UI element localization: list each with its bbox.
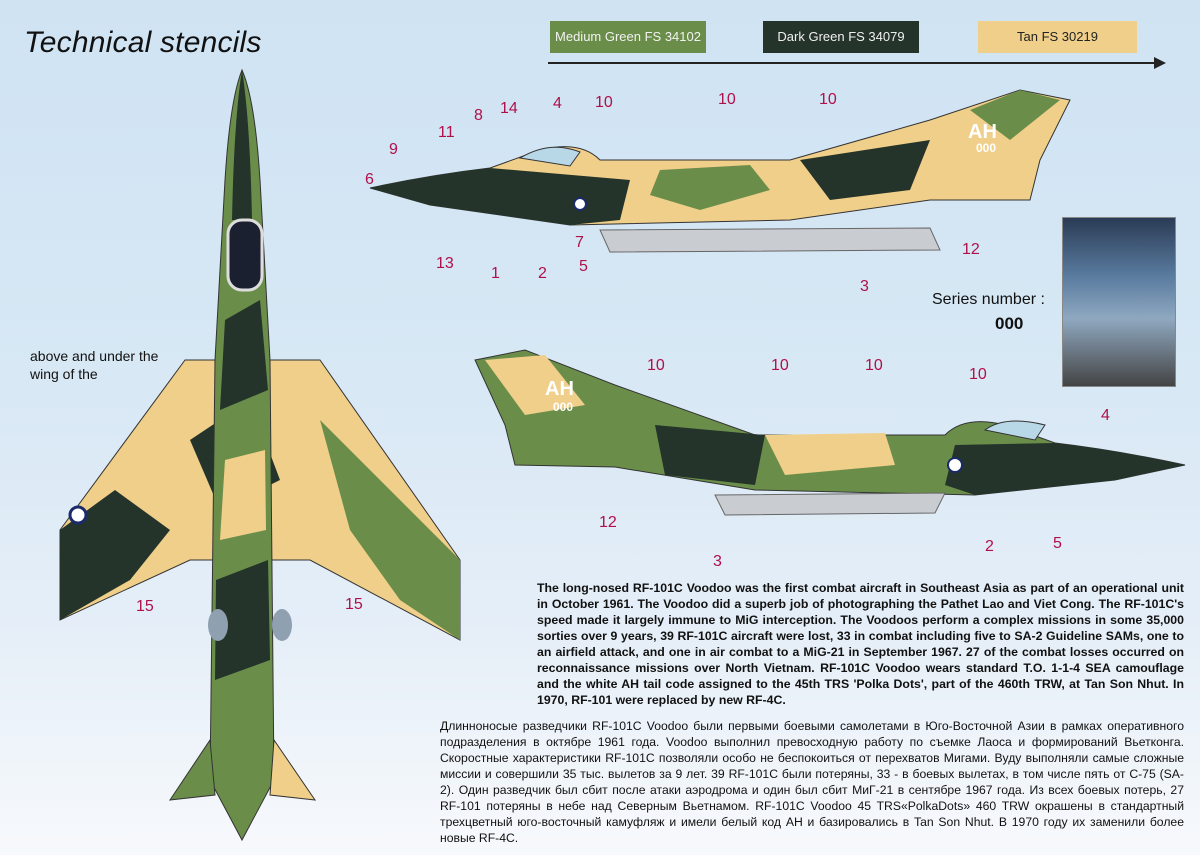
wing-note: above and under the wing of the — [30, 348, 159, 382]
callout-7: 7 — [575, 234, 584, 251]
description-english: The long-nosed RF-101C Voodoo was the fi… — [537, 581, 1184, 707]
callout-3b: 3 — [713, 553, 722, 570]
callout-14: 14 — [500, 100, 518, 117]
page-title: Technical stencils — [24, 26, 262, 59]
arrow-head-icon — [1154, 57, 1166, 69]
callout-2b: 2 — [985, 538, 994, 555]
tail-serial-bottom: 000 — [553, 400, 573, 414]
swatch-dark-green: Dark Green FS 34079 — [763, 21, 919, 53]
callout-10g: 10 — [969, 366, 987, 383]
callout-4: 4 — [553, 95, 562, 112]
aircraft-planform — [59, 68, 461, 842]
callout-8: 8 — [474, 107, 483, 124]
callout-6: 6 — [365, 171, 374, 188]
callout-9: 9 — [389, 141, 398, 158]
tail-serial-top: 000 — [976, 141, 996, 155]
description-russian: Длинноносые разведчики RF-101C Voodoo бы… — [440, 719, 1184, 845]
callout-10e: 10 — [771, 357, 789, 374]
callout-1: 1 — [491, 265, 500, 282]
callout-10c: 10 — [819, 91, 837, 108]
aircraft-profile-port: AH 000 — [369, 89, 1071, 253]
callout-13: 13 — [436, 255, 454, 272]
aircraft-profile-starboard: AH 000 — [474, 349, 1186, 516]
callout-10f: 10 — [865, 357, 883, 374]
reference-photo — [1062, 217, 1176, 387]
callout-4b: 4 — [1101, 407, 1110, 424]
callout-12: 12 — [962, 241, 980, 258]
callout-10d: 10 — [647, 357, 665, 374]
callout-2: 2 — [538, 265, 547, 282]
callout-10a: 10 — [595, 94, 613, 111]
callout-5b: 5 — [1053, 535, 1062, 552]
tail-code-bottom: AH — [545, 378, 574, 400]
roundel-icon — [68, 505, 88, 525]
callout-15a: 15 — [136, 598, 154, 615]
swatch-tan: Tan FS 30219 — [978, 21, 1137, 53]
series-number: 000 — [995, 314, 1024, 333]
callout-10b: 10 — [718, 91, 736, 108]
callout-3: 3 — [860, 278, 869, 295]
callout-5: 5 — [579, 258, 588, 275]
swatch-medium-green: Medium Green FS 34102 — [550, 21, 706, 53]
callout-12b: 12 — [599, 514, 617, 531]
divider-rule — [548, 62, 1156, 64]
series-label: Series number : — [932, 291, 1045, 308]
callout-15b: 15 — [345, 596, 363, 613]
tail-code-top: AH — [968, 121, 997, 143]
callout-11: 11 — [438, 124, 455, 141]
